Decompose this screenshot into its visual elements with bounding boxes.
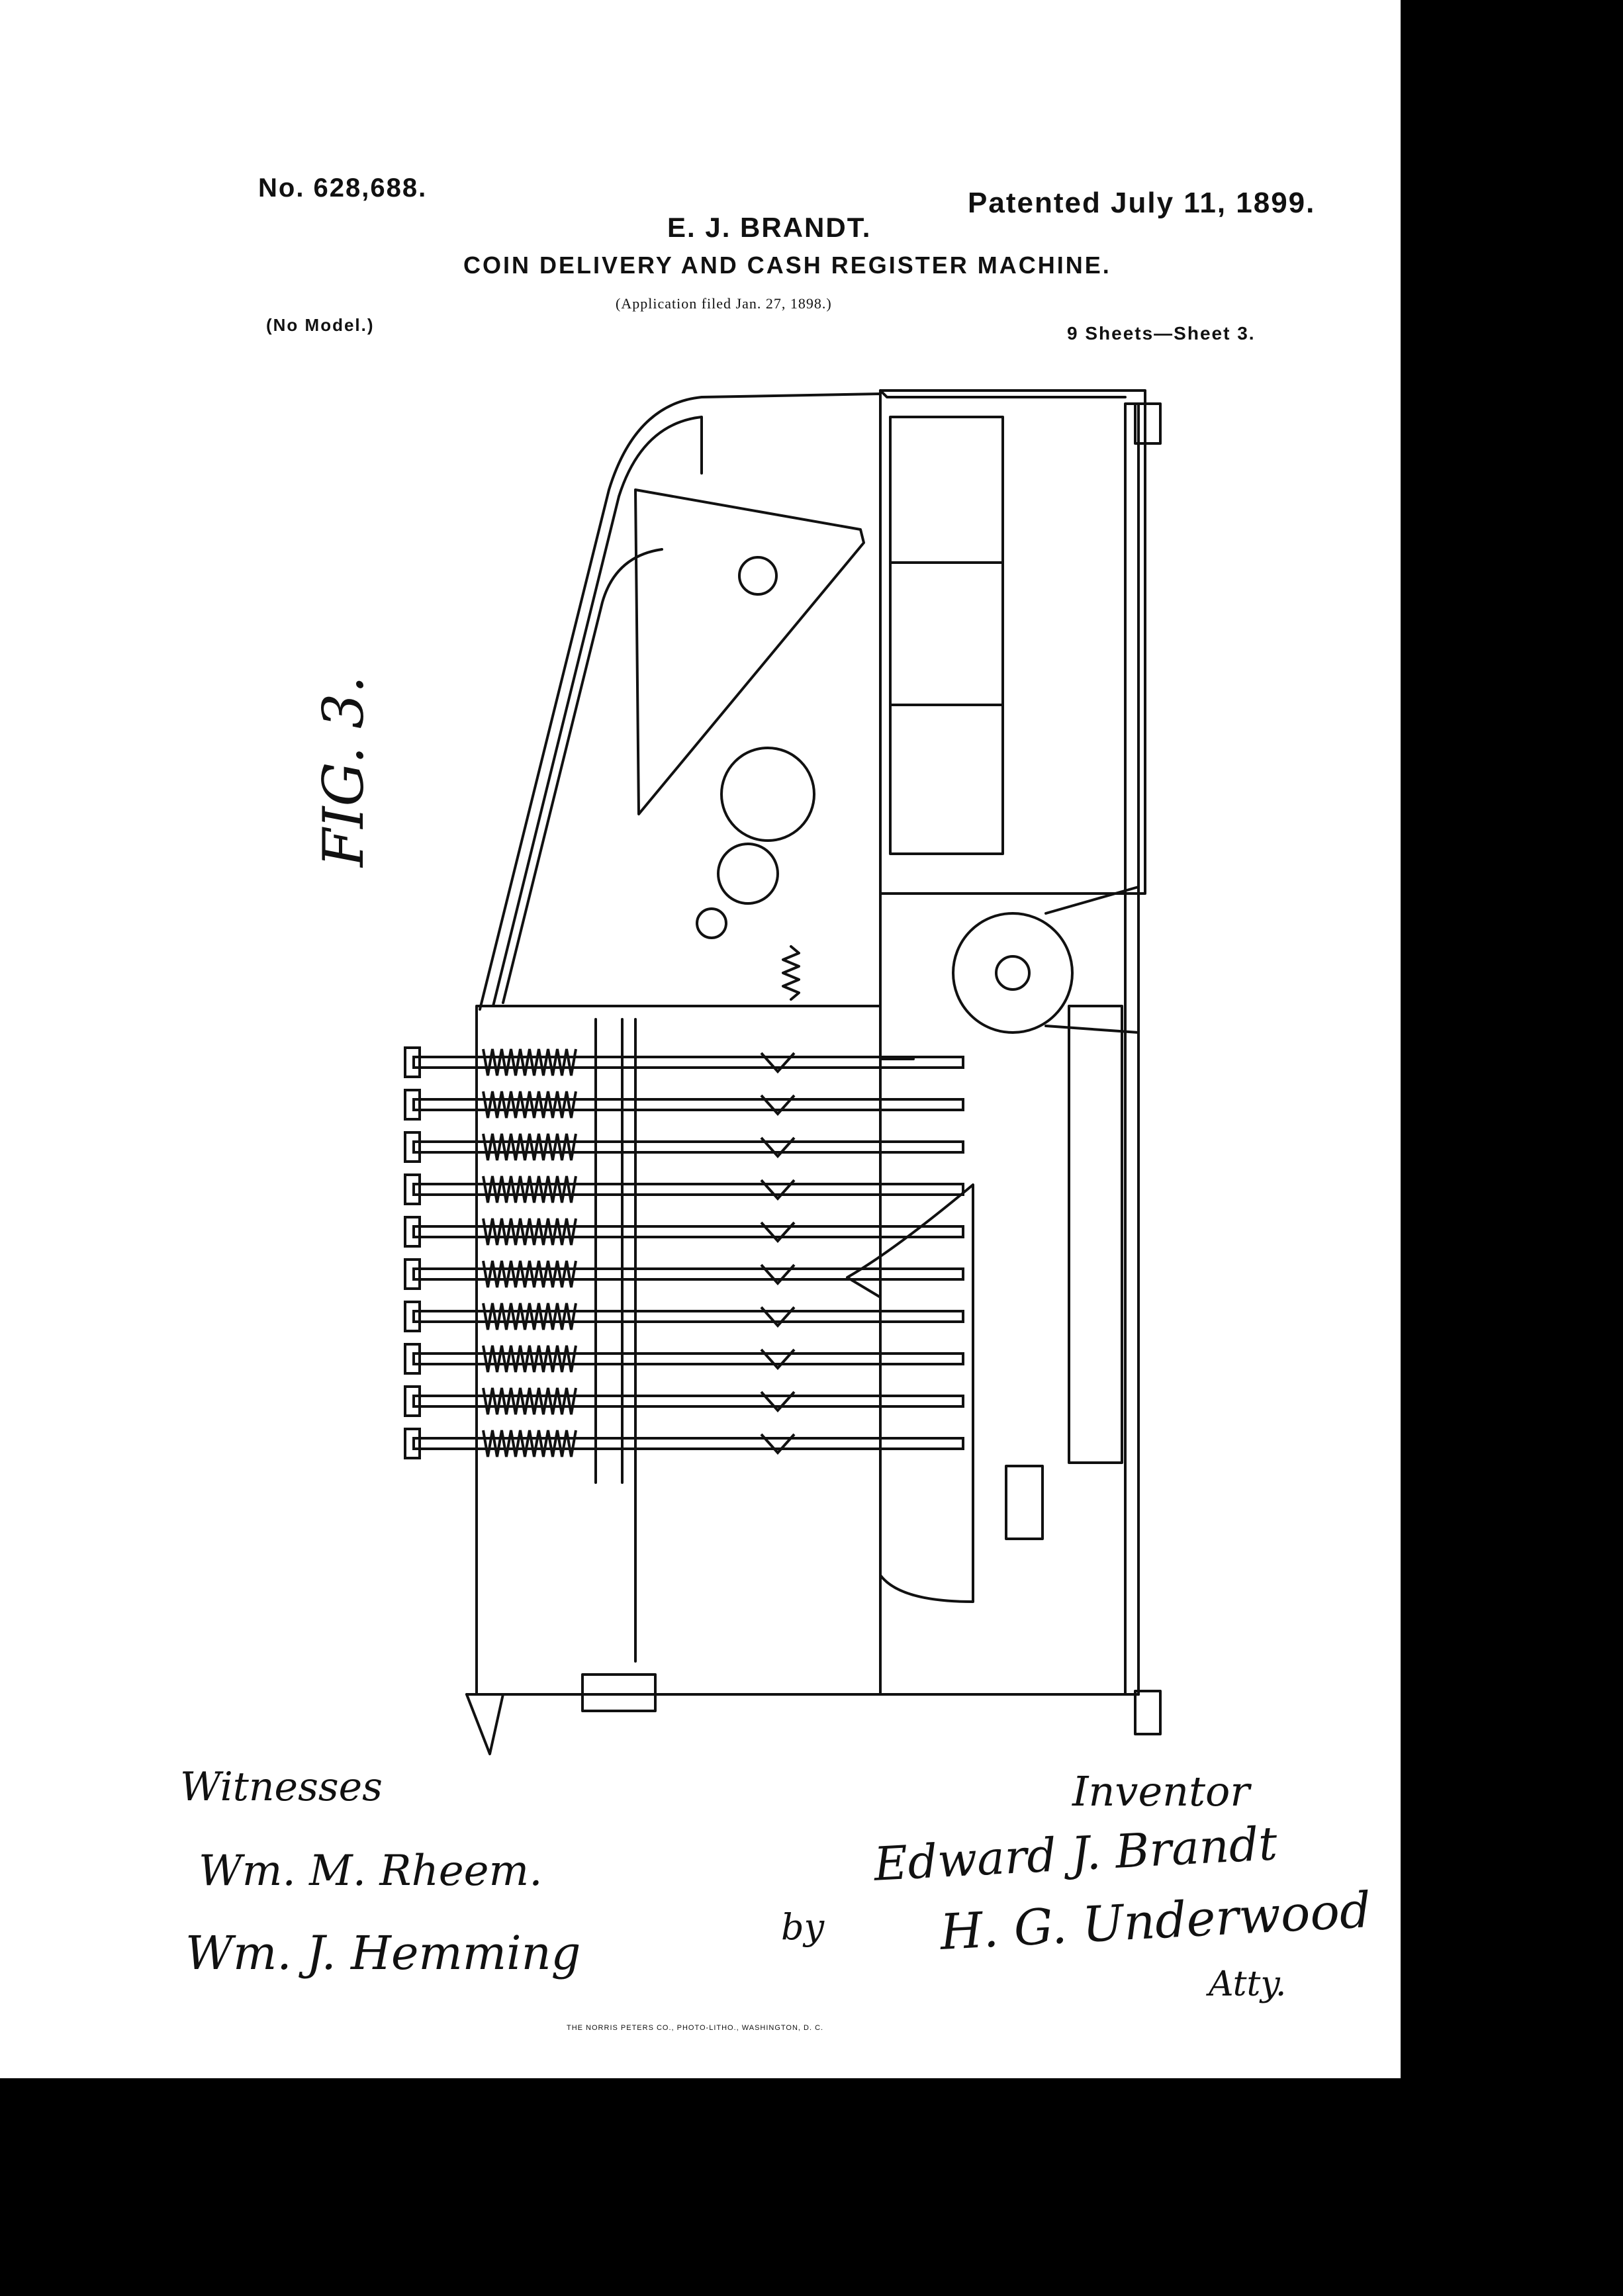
cabinet-foot-top — [1134, 402, 1162, 445]
pivot-middle — [720, 747, 815, 842]
key-stem — [412, 1098, 964, 1111]
patent-title: COIN DELIVERY AND CASH REGISTER MACHINE. — [463, 252, 1111, 279]
till-drawer — [889, 416, 1004, 855]
key-stem — [412, 1437, 964, 1450]
pivot-upper — [738, 556, 778, 596]
drum-wheel — [952, 912, 1074, 1034]
scan-border-right — [1401, 0, 1623, 2296]
pivot-lower — [717, 843, 779, 905]
slide-rail — [1068, 1005, 1123, 1464]
key-spring — [482, 1175, 577, 1203]
drawer-cover — [502, 548, 663, 1004]
frame-foot — [465, 1693, 504, 1755]
pivot-left — [696, 907, 727, 939]
key-cap — [404, 1089, 421, 1121]
housing-inner — [492, 416, 703, 1007]
lower-body — [879, 892, 1140, 1696]
key-stem — [412, 1140, 964, 1154]
inventor-heading: E. J. BRANDT. — [667, 212, 872, 243]
witness-2-signature: Wm. J. Hemming — [185, 1926, 581, 1980]
witness-1-signature: Wm. M. Rheem. — [199, 1847, 543, 1896]
model-note: (No Model.) — [266, 315, 375, 335]
coin-chute — [846, 1183, 974, 1603]
key-detent — [760, 1094, 796, 1117]
key-cap — [404, 1131, 421, 1163]
key-stem — [412, 1183, 964, 1196]
patent-date: Patented July 11, 1899. — [968, 187, 1316, 219]
key-spring — [482, 1048, 577, 1076]
key-detent — [760, 1221, 796, 1244]
key-cap — [404, 1301, 421, 1332]
drum-arm — [1044, 886, 1140, 1034]
key-cap — [404, 1258, 421, 1290]
key-detent — [760, 1136, 796, 1159]
housing-outline — [479, 392, 882, 1011]
key-stem — [412, 1352, 964, 1365]
attorney-label: Atty. — [1209, 1964, 1287, 2004]
key-spring — [482, 1345, 577, 1373]
witnesses-label: Witnesses — [180, 1764, 383, 1810]
lever-arm — [634, 488, 865, 815]
printer-credit: THE NORRIS PETERS CO., PHOTO-LITHO., WAS… — [567, 2024, 824, 2032]
key-stem — [412, 1310, 964, 1323]
key-spring — [482, 1260, 577, 1288]
key-stem — [412, 1225, 964, 1238]
key-cap — [404, 1173, 421, 1205]
key-detent — [760, 1179, 796, 1201]
key-spring — [482, 1133, 577, 1161]
key-detent — [760, 1052, 796, 1074]
gear — [1005, 1465, 1044, 1540]
key-cap — [404, 1343, 421, 1375]
cabinet-lid — [879, 389, 1127, 398]
key-cap — [404, 1428, 421, 1459]
cabinet-base — [1124, 402, 1140, 1696]
key-spring — [482, 1387, 577, 1415]
key-stem — [412, 1267, 964, 1281]
key-column — [404, 1046, 964, 1459]
key-spring — [482, 1430, 577, 1457]
application-date: (Application filed Jan. 27, 1898.) — [616, 295, 832, 312]
spring — [782, 945, 800, 1001]
by-label: by — [781, 1906, 825, 1948]
scan-border-bottom — [0, 2078, 1623, 2296]
cabinet-foot-bottom — [1134, 1690, 1162, 1735]
key-detent — [760, 1433, 796, 1455]
key-cap — [404, 1385, 421, 1417]
key-cap — [404, 1046, 421, 1078]
key-cap — [404, 1216, 421, 1248]
inventor-label: Inventor — [1072, 1767, 1250, 1815]
key-detent — [760, 1306, 796, 1328]
key-spring — [482, 1218, 577, 1246]
cabinet-top — [879, 389, 1146, 895]
figure-label: FIG. 3. — [311, 675, 376, 867]
key-detent — [760, 1263, 796, 1286]
key-detent — [760, 1348, 796, 1371]
drum-hub — [995, 955, 1031, 991]
patent-number: No. 628,688. — [258, 173, 428, 203]
key-stem — [412, 1395, 964, 1408]
shaft-bracket — [581, 1673, 657, 1712]
key-spring — [482, 1303, 577, 1330]
sheet-info: 9 Sheets—Sheet 3. — [1067, 323, 1256, 344]
key-stem — [412, 1056, 964, 1069]
key-spring — [482, 1091, 577, 1119]
key-detent — [760, 1391, 796, 1413]
